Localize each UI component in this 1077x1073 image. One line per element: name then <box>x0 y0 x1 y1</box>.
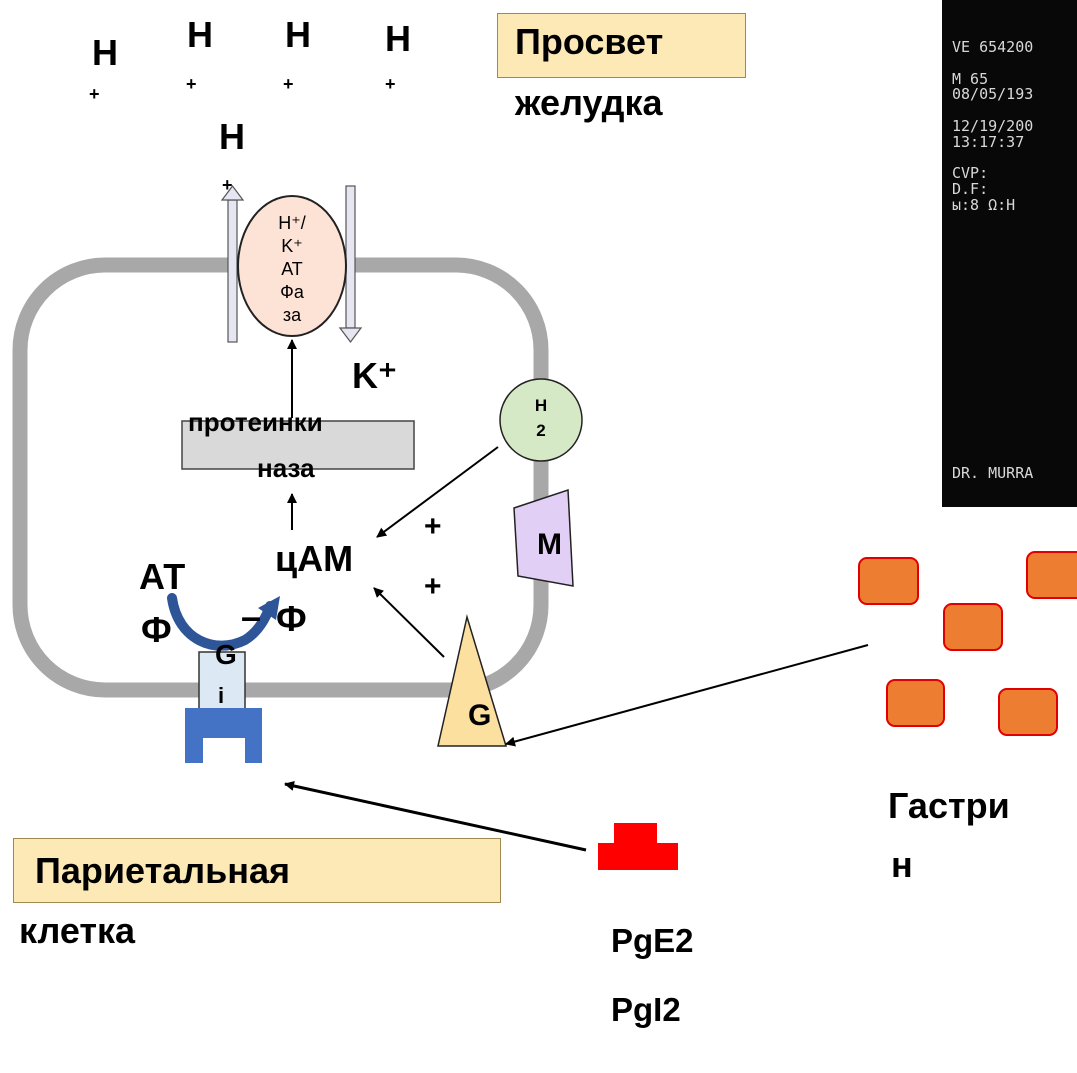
kinase-label-line2: наза <box>257 453 315 483</box>
gastrin-label-line2: н <box>891 844 913 885</box>
pump-label-line4: Фа <box>280 282 304 302</box>
gi-label-line2: i <box>218 683 225 708</box>
monitor-text: VE 654200 M 65 08/05/193 12/19/200 13:17… <box>952 38 1034 214</box>
prostaglandin-e2-label: PgE2 <box>611 922 694 959</box>
proton-5: H <box>219 116 245 157</box>
prostaglandin-receptor <box>185 708 262 763</box>
pump-label-line1: H⁺/ <box>278 213 306 233</box>
atp-to-camp-arrow <box>167 593 280 651</box>
parietal-label-box <box>13 838 501 903</box>
prostaglandin-block <box>598 823 678 870</box>
gi-protein <box>198 651 246 711</box>
lumen-label-box <box>497 13 746 78</box>
proton-4: H <box>385 18 411 59</box>
pump-label: H⁺/ K⁺ АТ Фа за <box>262 212 322 327</box>
h2-label-line2: 2 <box>536 421 546 440</box>
camp-label-line2: Ф <box>276 598 307 639</box>
h2-receptor <box>499 378 583 462</box>
prostaglandin-to-receptor-arrow <box>284 781 587 852</box>
m-receptor <box>513 488 574 587</box>
kinase-label-line1: протеинки <box>188 407 323 437</box>
h2-label-line1: H <box>534 396 548 415</box>
protein-kinase-box <box>181 420 415 470</box>
monitor-footer: DR. MURRA <box>952 464 1034 482</box>
gastrin-receptor <box>437 614 508 747</box>
gi-label-line1: G <box>215 639 237 670</box>
pump-label-line5: за <box>282 305 302 325</box>
proton-3-charge: + <box>283 74 294 94</box>
lumen-label-line2: желудка <box>515 82 663 123</box>
proton-1: H <box>92 32 118 73</box>
parietal-label-line1: Париетальная <box>35 850 290 891</box>
atp-label-line2: Ф <box>141 609 172 650</box>
proton-exit-channel <box>220 185 245 343</box>
atp-label-line1: АТ <box>139 556 186 597</box>
proton-2-charge: + <box>186 74 197 94</box>
proton-pump <box>237 195 347 337</box>
gastrin-molecules <box>858 551 1077 736</box>
proton-3: H <box>285 14 311 55</box>
inhibition-dash: – <box>241 596 262 637</box>
proton-2: H <box>187 14 213 55</box>
proton-1-charge: + <box>89 84 100 104</box>
monitor-inset: VE 654200 M 65 08/05/193 12/19/200 13:17… <box>942 0 1077 507</box>
h2-to-camp-arrow <box>376 446 499 538</box>
gastrin-label-line1: Гастри <box>888 785 1010 826</box>
g-to-camp-arrow <box>373 587 445 658</box>
parietal-label-line2: клетка <box>19 910 136 951</box>
potassium-label: K⁺ <box>352 355 397 396</box>
gastrin-receptor-label: G <box>468 699 492 732</box>
pump-label-line3: АТ <box>281 259 303 279</box>
proton-5-charge: + <box>222 175 233 195</box>
m-receptor-label: M <box>537 528 562 561</box>
proton-4-charge: + <box>385 74 396 94</box>
camp-label-line1: цАМ <box>275 538 354 579</box>
stimulation-plus-2: + <box>424 570 442 603</box>
pump-label-line2: K⁺ <box>281 236 303 256</box>
h2-label: H 2 <box>521 393 561 443</box>
prostaglandin-i2-label: PgI2 <box>611 991 681 1028</box>
lumen-label-line1: Просвет <box>515 21 664 62</box>
gastrin-to-receptor-arrow <box>505 644 869 747</box>
stimulation-plus-1: + <box>424 510 442 543</box>
